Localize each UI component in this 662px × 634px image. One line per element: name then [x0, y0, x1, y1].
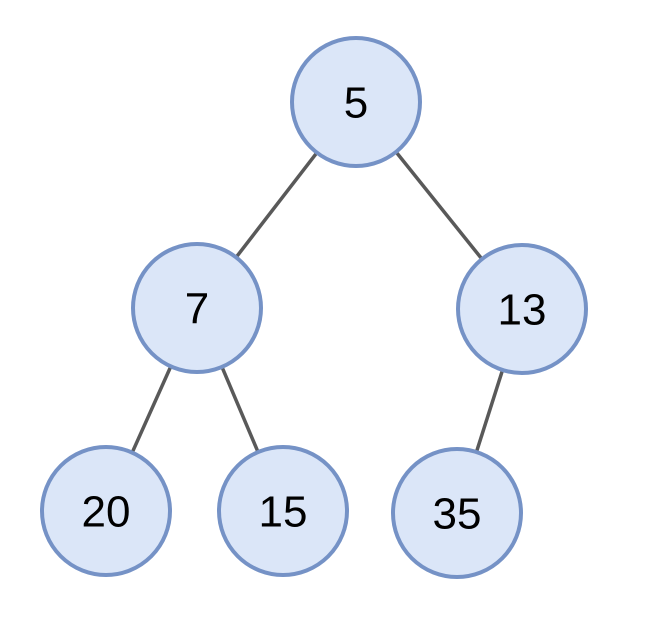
node-label-35: 35: [433, 489, 482, 538]
node-circle-20[interactable]: [40, 445, 172, 577]
node-label-5: 5: [344, 78, 368, 127]
tree-node-5[interactable]: 5: [290, 36, 422, 168]
node-circle-7[interactable]: [131, 242, 263, 374]
tree-node-13[interactable]: 13: [456, 243, 588, 375]
node-circle-13[interactable]: [456, 243, 588, 375]
node-circle-5[interactable]: [290, 36, 422, 168]
tree-node-15[interactable]: 15: [217, 445, 349, 577]
node-circle-15[interactable]: [217, 445, 349, 577]
tree-node-20[interactable]: 20: [40, 445, 172, 577]
node-circle-35[interactable]: [391, 447, 523, 579]
node-label-15: 15: [259, 487, 308, 536]
tree-node-7[interactable]: 7: [131, 242, 263, 374]
tree-node-35[interactable]: 35: [391, 447, 523, 579]
node-label-7: 7: [185, 284, 209, 333]
node-label-20: 20: [82, 487, 131, 536]
node-label-13: 13: [498, 285, 547, 334]
